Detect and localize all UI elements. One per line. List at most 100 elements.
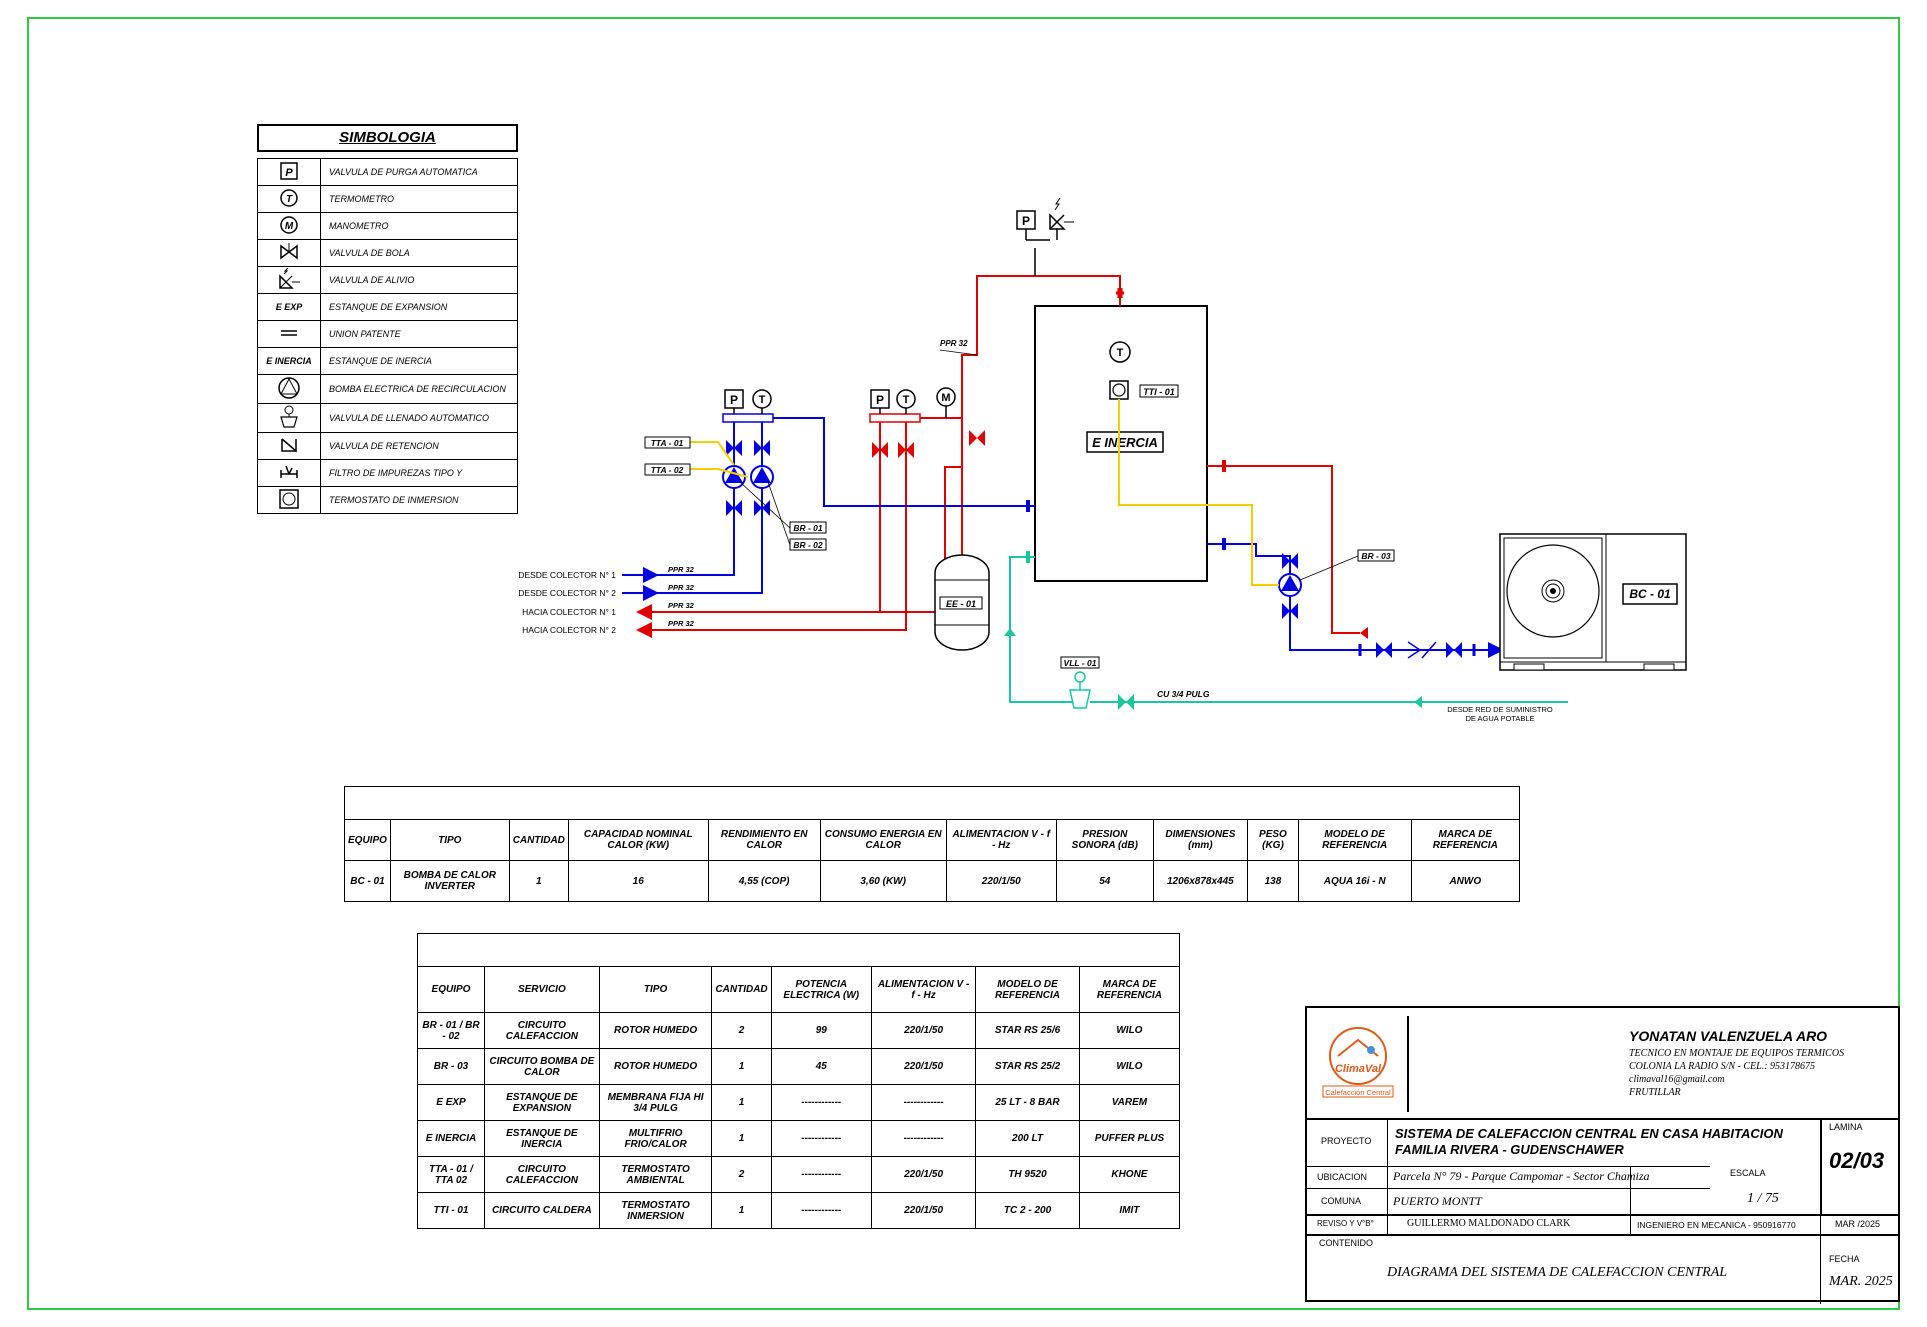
table-cell: ------------ <box>770 1156 872 1193</box>
table-cell: BR - 01 / BR - 02 <box>417 1012 485 1049</box>
return-thermometer-icon: T <box>752 389 772 409</box>
hp-valve-bottom-icon <box>1282 603 1298 619</box>
table-header: PRESION SONORA (dB) <box>1056 819 1154 861</box>
relief-valve-icon <box>1049 197 1074 240</box>
proyecto-line-2: FAMILIA RIVERA - GUDENSCHAWER <box>1395 1142 1624 1157</box>
table-cell: TTA - 01 / TTA 02 <box>417 1156 485 1193</box>
symbology-row: UNION PATENTE <box>257 320 518 348</box>
table-cell: TTI - 01 <box>417 1192 485 1229</box>
collector-pipe-4: PPR 32 <box>668 619 695 628</box>
table-cell: ------------ <box>770 1120 872 1157</box>
proyecto-line-1: SISTEMA DE CALEFACCION CENTRAL EN CASA H… <box>1395 1126 1783 1141</box>
table-cell: 220/1/50 <box>870 1192 977 1229</box>
table-cell: VAREM <box>1078 1084 1181 1121</box>
table-cell: 3,60 (KW) <box>819 860 947 902</box>
author-city: FRUTILLAR <box>1629 1087 1681 1098</box>
table-cell: CIRCUITO CALEFACCION <box>483 1012 600 1049</box>
symbology-label: VALVULA DE ALIVIO <box>320 266 518 294</box>
table-cell: ROTOR HUMEDO <box>598 1012 713 1049</box>
drawing-frame <box>27 17 1900 1310</box>
hp-return-fittings <box>1358 641 1476 659</box>
contenido-value: DIAGRAMA DEL SISTEMA DE CALEFACCION CENT… <box>1387 1265 1728 1280</box>
immersion-thermostat-icon <box>1109 380 1129 400</box>
filling-valve-icon <box>1069 671 1091 709</box>
inertia-tank-label: E INERCIA <box>1092 435 1158 450</box>
table-cell: CIRCUITO BOMBA DE CALOR <box>483 1048 600 1085</box>
table-cell: 220/1/50 <box>870 1048 977 1085</box>
svg-text:P: P <box>285 167 293 179</box>
table-header: MODELO DE REFERENCIA <box>975 966 1080 1013</box>
symbology-row: VALVULA DE BOLA <box>257 239 518 267</box>
collector-label-2: DESDE COLECTOR N° 2 <box>518 588 616 598</box>
symbology-label: VALVULA DE BOLA <box>320 239 518 267</box>
hp-valve-top-icon <box>1282 553 1298 569</box>
svg-text:ClimaVal: ClimaVal <box>1335 1063 1382 1075</box>
reviso-value: GUILLERMO MALDONADO CLARK <box>1407 1218 1571 1229</box>
cu-pipe-label: CU 3/4 PULG <box>1157 689 1210 699</box>
check-valve-icon <box>257 432 321 460</box>
ball-valve-icon <box>257 239 321 267</box>
table-header: CAPACIDAD NOMINAL CALOR (KW) <box>567 819 709 861</box>
contenido-label: CONTENIDO <box>1319 1238 1373 1248</box>
fecha-label: FECHA <box>1829 1254 1860 1264</box>
svg-text:T: T <box>759 394 766 406</box>
symbology-row: VALVULA DE ALIVIO <box>257 266 518 294</box>
table-cell: STAR RS 25/2 <box>975 1048 1080 1085</box>
fecha-value: MAR. 2025 <box>1829 1274 1893 1289</box>
table-header: TIPO <box>598 966 713 1013</box>
escala-value: 1 / 75 <box>1747 1191 1779 1206</box>
table-cell: 2 <box>711 1156 772 1193</box>
climaval-logo-icon: ClimaVal Calefacción Central <box>1322 1027 1394 1098</box>
symbology-title: SIMBOLOGIA <box>257 124 518 152</box>
svg-text:T: T <box>903 394 910 406</box>
ubicacion-value: Parcela N° 79 - Parque Campomar - Sector… <box>1393 1169 1650 1183</box>
comuna-label: COMUNA <box>1321 1196 1361 1206</box>
union-icon <box>257 320 321 348</box>
pump-br02-icon <box>750 465 774 489</box>
return-valve-2a-icon <box>754 440 770 456</box>
table-cell: TC 2 - 200 <box>975 1192 1080 1229</box>
table-header: ALIMENTACION V - f - Hz <box>870 966 977 1013</box>
table-cell: IMIT <box>1078 1192 1181 1229</box>
symbology-label: FILTRO DE IMPUREZAS TIPO Y <box>320 459 518 487</box>
table-cell: E EXP <box>417 1084 485 1121</box>
table-cell: ------------ <box>870 1084 977 1121</box>
water-ball-valve-icon <box>1118 694 1134 710</box>
lamina-label: LAMINA <box>1829 1122 1863 1132</box>
table-cell: ESTANQUE DE EXPANSION <box>483 1084 600 1121</box>
header-thermometer-icon: T <box>896 389 916 409</box>
author-address: COLONIA LA RADIO S/N - CEL.: 953178675 <box>1629 1061 1816 1072</box>
header-purge-valve-icon: P <box>870 389 890 409</box>
return-valve-1a-icon <box>726 440 742 456</box>
svg-text:M: M <box>941 392 950 404</box>
symbology-label: ESTANQUE DE INERCIA <box>320 347 518 375</box>
manometer-icon: M <box>257 212 321 240</box>
table-cell: E INERCIA <box>417 1120 485 1157</box>
table-cell: CIRCUITO CALDERA <box>483 1192 600 1229</box>
table-cell: TERMOSTATO AMBIENTAL <box>598 1156 713 1193</box>
symbology-label: TERMOMETRO <box>320 185 518 213</box>
table-cell: ESTANQUE DE INERCIA <box>483 1120 600 1157</box>
table-header: CANTIDAD <box>711 966 772 1013</box>
symbology-row: VALVULA DE RETENCION <box>257 432 518 460</box>
heat-pump-fan-icon <box>1506 544 1600 638</box>
return-purge-valve-icon: P <box>724 389 744 409</box>
reviso-label: REVISO Y V°B° <box>1317 1219 1374 1228</box>
svg-text:P: P <box>876 393 884 407</box>
table-header: POTENCIA ELECTRICA (W) <box>770 966 872 1013</box>
table-header: ALIMENTACION V - f - Hz <box>945 819 1058 861</box>
symbology-row: FILTRO DE IMPUREZAS TIPO Y <box>257 459 518 487</box>
svg-text:Calefacción Central: Calefacción Central <box>1325 1088 1391 1097</box>
br03-label: BR - 03 <box>1361 551 1391 561</box>
ppr-main-label: PPR 32 <box>940 339 968 348</box>
